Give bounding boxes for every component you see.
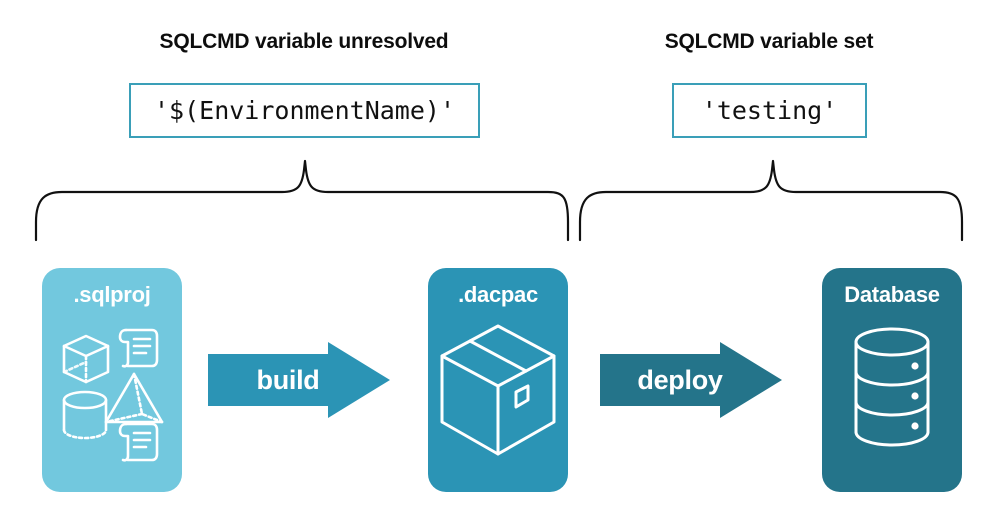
stage-box-sqlproj[interactable]: .sqlproj [42,268,182,492]
stage-box-database-label: Database [844,282,940,307]
cube-icon [62,334,110,384]
code-box-environment-name: '$(EnvironmentName)' [129,83,480,138]
stage-box-sqlproj-label: .sqlproj [73,282,151,307]
left-brace-icon [34,159,570,242]
scroll-icon [118,328,159,368]
stage-box-database[interactable]: Database [822,268,962,492]
right-brace-icon [578,159,964,242]
package-box-icon [440,324,556,456]
code-box-testing: 'testing' [672,83,867,138]
heading-sqlcmd-variable-unresolved: SQLCMD variable unresolved [159,30,449,53]
dacpac-artwork [440,324,556,456]
cylinder-icon [62,390,108,440]
heading-sqlcmd-variable-set: SQLCMD variable set [664,30,874,53]
scroll-icon [118,422,159,462]
arrow-build-icon [208,342,390,418]
arrow-build-label: build [256,364,320,395]
arrow-deploy: deploy [600,342,782,418]
sqlproj-artwork [62,328,164,462]
pyramid-icon [104,372,164,424]
stage-box-dacpac-label: .dacpac [458,282,538,307]
arrow-deploy-label: deploy [637,364,723,395]
database-artwork [854,327,930,447]
database-status-dots [911,362,919,430]
brace-group [34,159,964,242]
database-cylinder-icon [854,327,930,447]
stage-box-dacpac[interactable]: .dacpac [428,268,568,492]
arrow-build: build [208,342,390,418]
arrow-deploy-icon [600,342,782,418]
